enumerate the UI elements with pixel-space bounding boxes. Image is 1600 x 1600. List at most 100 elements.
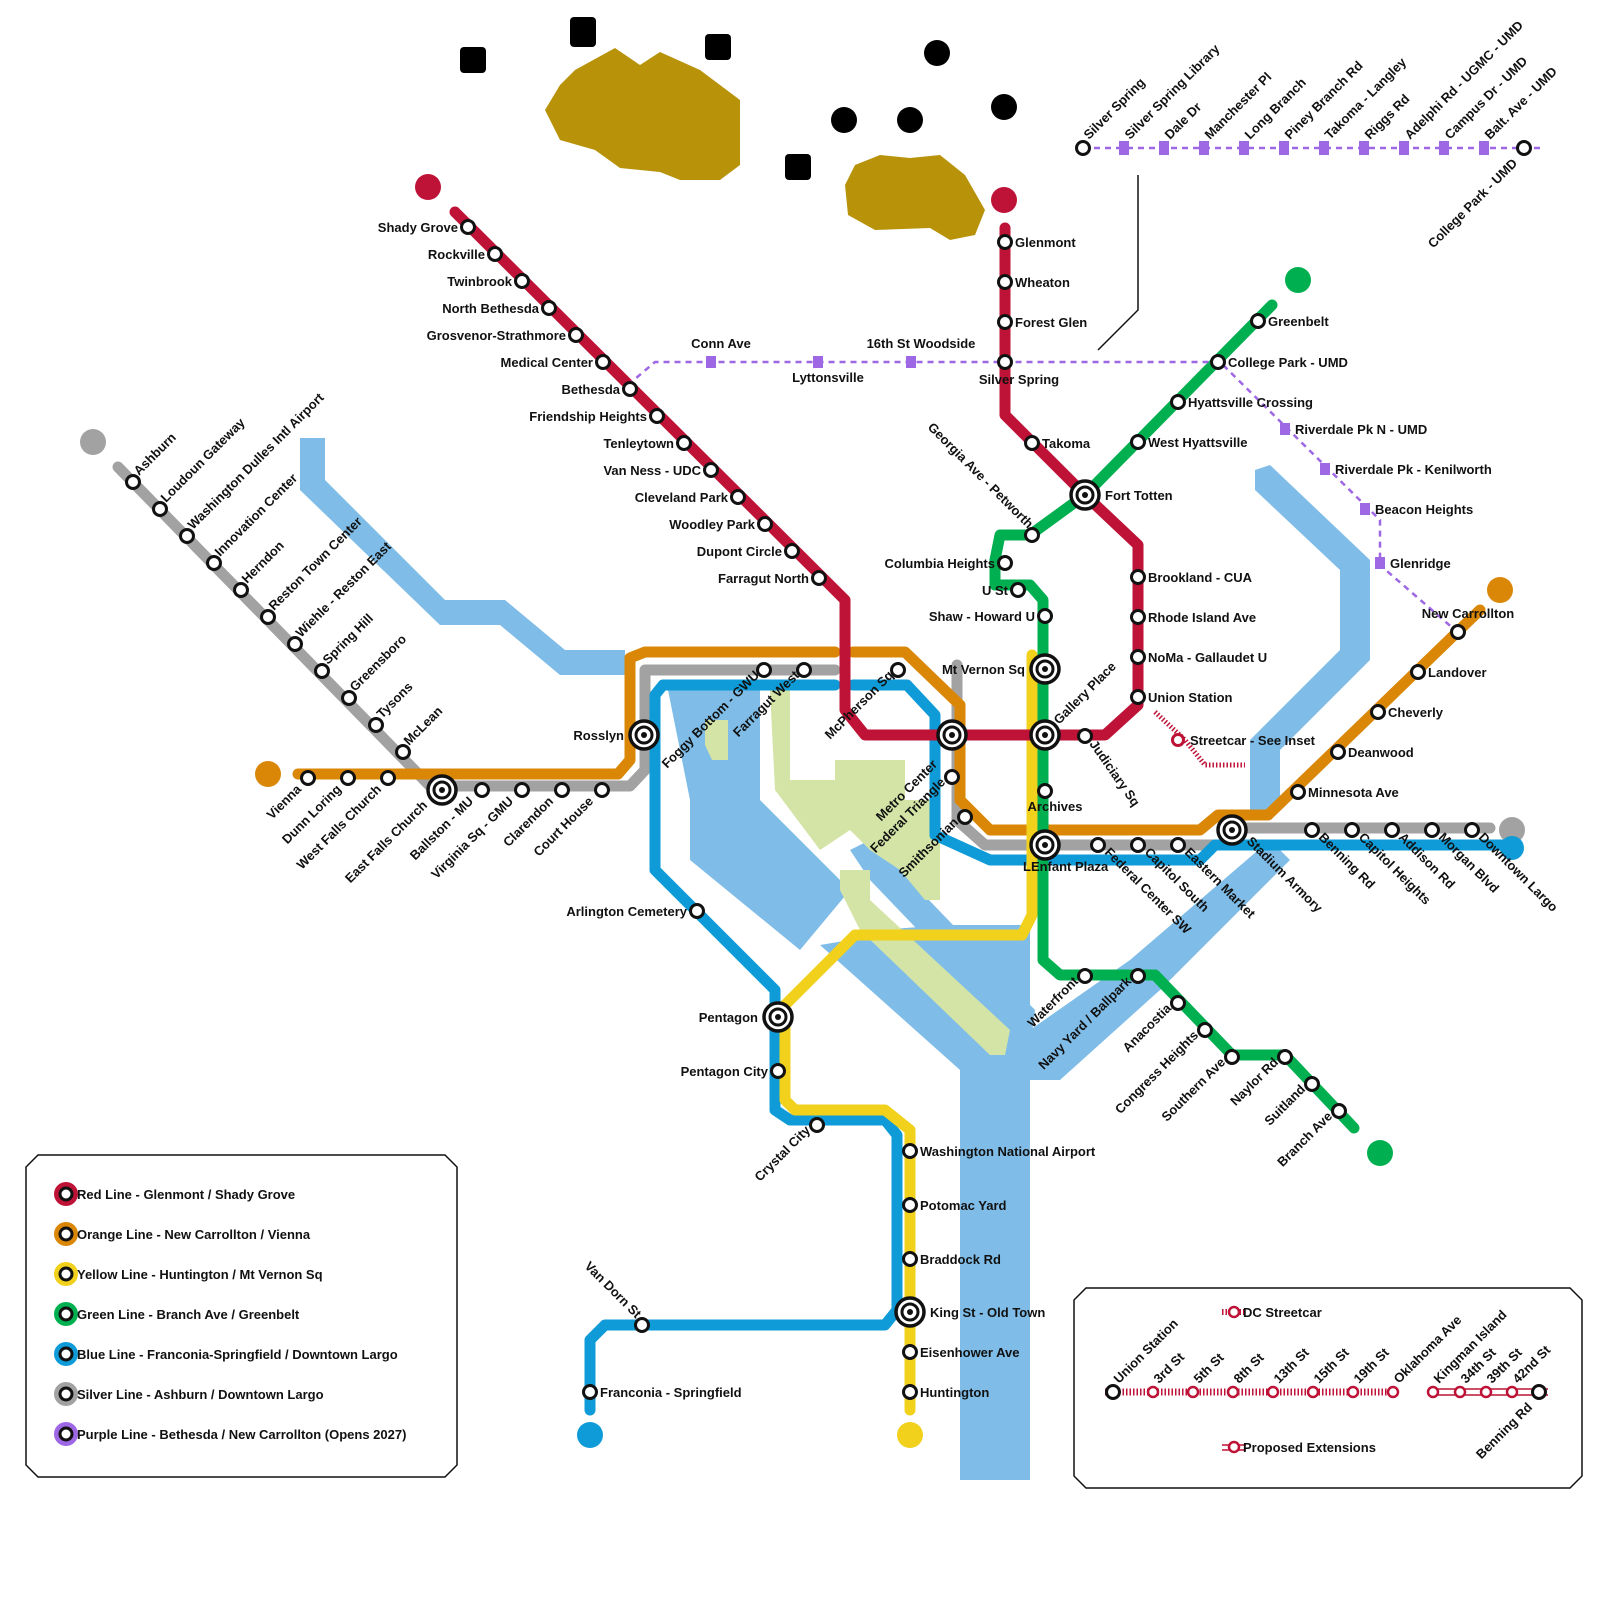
station-lenfant-plaza[interactable] xyxy=(1029,829,1061,861)
inset-station-adelphi-rd-ugmc-umd[interactable] xyxy=(1399,141,1409,155)
station-arlington-cemetery[interactable] xyxy=(689,903,705,919)
station-smithsonian[interactable] xyxy=(957,809,973,825)
station-mcpherson-sq[interactable] xyxy=(890,662,906,678)
station-u-st[interactable] xyxy=(1010,582,1026,598)
streetcar-stop-5th-st[interactable] xyxy=(1186,1385,1200,1399)
inset-station-campus-dr-umd[interactable] xyxy=(1439,141,1449,155)
station-suitland[interactable] xyxy=(1304,1076,1320,1092)
station-judiciary-sq[interactable] xyxy=(1077,728,1093,744)
streetcar-stop-3rd-st[interactable] xyxy=(1146,1385,1160,1399)
station-cheverly[interactable] xyxy=(1370,704,1386,720)
station-hyattsville-crossing[interactable] xyxy=(1170,394,1186,410)
inset-station-manchester-pl[interactable] xyxy=(1199,141,1209,155)
streetcar-stop-oklahoma-ave[interactable] xyxy=(1386,1385,1400,1399)
station-gallery-place[interactable] xyxy=(1029,719,1061,751)
inset-station-dale-dr[interactable] xyxy=(1159,141,1169,155)
station-bethesda[interactable] xyxy=(622,381,638,397)
station-lyttonsville[interactable] xyxy=(813,356,823,368)
station-north-bethesda[interactable] xyxy=(541,300,557,316)
station-deanwood[interactable] xyxy=(1330,744,1346,760)
station-stadium-armory[interactable] xyxy=(1216,814,1248,846)
station-branch-ave[interactable] xyxy=(1331,1103,1347,1119)
station-glenmont[interactable] xyxy=(997,234,1013,250)
station-virginia-sq-gmu[interactable] xyxy=(514,782,530,798)
station-medical-center[interactable] xyxy=(595,354,611,370)
station-farragut-north[interactable] xyxy=(811,570,827,586)
station-rosslyn[interactable] xyxy=(628,719,660,751)
station-eisenhower-ave[interactable] xyxy=(902,1344,918,1360)
station-minnesota-ave[interactable] xyxy=(1290,784,1306,800)
station-west-hyattsville[interactable] xyxy=(1130,434,1146,450)
station-washington-national-airport[interactable] xyxy=(902,1143,918,1159)
station-southern-ave[interactable] xyxy=(1224,1049,1240,1065)
station-union-station[interactable] xyxy=(1130,689,1146,705)
station-shaw-howard-u[interactable] xyxy=(1037,608,1053,624)
station-crystal-city[interactable] xyxy=(809,1117,825,1133)
station-eastern-market[interactable] xyxy=(1170,837,1186,853)
station-riverdale-pk-n-umd[interactable] xyxy=(1280,423,1290,435)
streetcar-stop-13th-st[interactable] xyxy=(1266,1385,1280,1399)
station-tysons[interactable] xyxy=(368,717,384,733)
station-congress-heights[interactable] xyxy=(1197,1022,1213,1038)
station-noma-gallaudet-u[interactable] xyxy=(1130,649,1146,665)
station-washington-dulles-intl-airport[interactable] xyxy=(179,528,195,544)
station-foggy-bottom-gwu[interactable] xyxy=(756,662,772,678)
station-cleveland-park[interactable] xyxy=(730,489,746,505)
station-wheaton[interactable] xyxy=(997,274,1013,290)
station-benning-rd[interactable] xyxy=(1304,822,1320,838)
station-downtown-largo[interactable] xyxy=(1464,822,1480,838)
station-spring-hill[interactable] xyxy=(314,663,330,679)
station-takoma[interactable] xyxy=(1024,435,1040,451)
station-glenridge[interactable] xyxy=(1375,557,1385,569)
station-brookland-cua[interactable] xyxy=(1130,569,1146,585)
inset-station-balt-ave-umd[interactable] xyxy=(1479,141,1489,155)
station-innovation-center[interactable] xyxy=(206,555,222,571)
station-ballston-mu[interactable] xyxy=(474,782,490,798)
station-van-dorn-st[interactable] xyxy=(634,1317,650,1333)
station-mclean[interactable] xyxy=(395,744,411,760)
station-huntington[interactable] xyxy=(902,1384,918,1400)
streetcar-ext-stop-34th-st[interactable] xyxy=(1453,1385,1467,1399)
streetcar-stop-union-station[interactable] xyxy=(1105,1384,1121,1400)
station-capitol-south[interactable] xyxy=(1130,837,1146,853)
station-west-falls-church[interactable] xyxy=(380,770,396,786)
inset-station-piney-branch-rd[interactable] xyxy=(1279,141,1289,155)
station-conn-ave[interactable] xyxy=(706,356,716,368)
station-potomac-yard[interactable] xyxy=(902,1197,918,1213)
station-federal-center-sw[interactable] xyxy=(1090,837,1106,853)
station-columbia-heights[interactable] xyxy=(997,555,1013,571)
station-dunn-loring[interactable] xyxy=(340,770,356,786)
station-federal-triangle[interactable] xyxy=(944,769,960,785)
station-silver-spring[interactable] xyxy=(997,354,1013,370)
station-pentagon-city[interactable] xyxy=(770,1063,786,1079)
station-ashburn[interactable] xyxy=(125,474,141,490)
station-streetcar-see-inset[interactable] xyxy=(1171,733,1185,747)
streetcar-ext-stop-benning-rd[interactable] xyxy=(1531,1384,1547,1400)
station-16th-st-woodside[interactable] xyxy=(906,356,916,368)
station-capitol-heights[interactable] xyxy=(1344,822,1360,838)
station-tenleytown[interactable] xyxy=(676,435,692,451)
inset-station-silver-spring[interactable] xyxy=(1075,140,1091,156)
station-twinbrook[interactable] xyxy=(514,273,530,289)
station-van-ness-udc[interactable] xyxy=(703,462,719,478)
station-reston-town-center[interactable] xyxy=(260,609,276,625)
inset-station-college-park-umd[interactable] xyxy=(1516,140,1532,156)
station-rhode-island-ave[interactable] xyxy=(1130,609,1146,625)
station-pentagon[interactable] xyxy=(762,1001,794,1033)
inset-station-long-branch[interactable] xyxy=(1239,141,1249,155)
station-shady-grove[interactable] xyxy=(460,219,476,235)
streetcar-ext-stop-kingman-island[interactable] xyxy=(1426,1385,1440,1399)
station-anacostia[interactable] xyxy=(1170,995,1186,1011)
station-loudoun-gateway[interactable] xyxy=(152,501,168,517)
streetcar-ext-stop-39th-st[interactable] xyxy=(1479,1385,1493,1399)
station-mt-vernon-sq[interactable] xyxy=(1029,653,1061,685)
station-navy-yard-ballpark[interactable] xyxy=(1130,968,1146,984)
station-rockville[interactable] xyxy=(487,246,503,262)
station-riverdale-pk-kenilworth[interactable] xyxy=(1320,463,1330,475)
streetcar-stop-19th-st[interactable] xyxy=(1346,1385,1360,1399)
station-grosvenor-strathmore[interactable] xyxy=(568,327,584,343)
station-greenbelt[interactable] xyxy=(1250,313,1266,329)
station-east-falls-church[interactable] xyxy=(426,774,458,806)
station-metro-center[interactable] xyxy=(936,719,968,751)
station-addison-rd[interactable] xyxy=(1384,822,1400,838)
